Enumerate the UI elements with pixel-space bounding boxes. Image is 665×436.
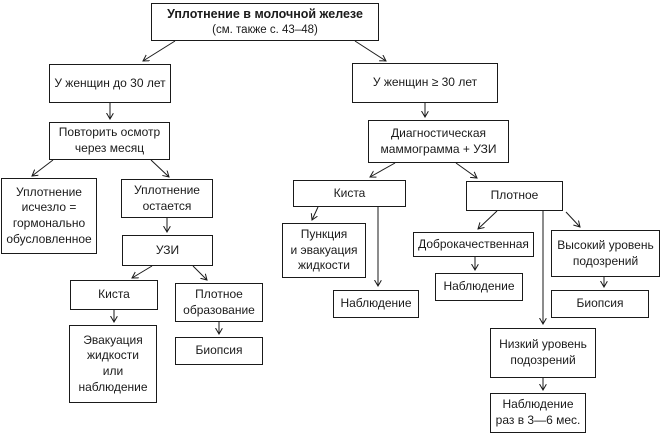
node-title: Уплотнение в молочной железе (см. также … bbox=[151, 3, 379, 41]
arrow-repeat-remains bbox=[150, 159, 169, 177]
arrow-uzi-solid bbox=[192, 265, 207, 280]
node-observation-3-6-months: Наблюдение раз в 3—6 мес. bbox=[490, 393, 586, 433]
node-women-30-and-over: У женщин ≥ 30 лет bbox=[352, 63, 498, 103]
arrow-mammo-cyst bbox=[370, 162, 396, 177]
node-benign: Доброкачественная bbox=[413, 232, 534, 257]
node-observation-benign: Наблюдение bbox=[435, 273, 523, 301]
node-women-under-30: У женщин до 30 лет bbox=[49, 64, 171, 103]
arrow-mammo-dense bbox=[455, 162, 477, 178]
node-cyst-left: Киста bbox=[70, 280, 158, 310]
node-low-suspicion: Низкий уровень подозрений bbox=[490, 328, 596, 378]
arrow-title-to-under30 bbox=[143, 40, 176, 61]
arrow-dense-high bbox=[565, 211, 580, 227]
node-lump-remains: Уплотнение остается bbox=[121, 179, 213, 218]
title-page-ref: (см. также с. 43–48) bbox=[212, 24, 318, 37]
arrow-uzi-cyst bbox=[132, 265, 153, 278]
node-high-suspicion: Высокий уровень подозрений bbox=[551, 230, 660, 277]
node-cyst-right: Киста bbox=[293, 180, 406, 207]
arrow-dense-benign bbox=[478, 210, 498, 229]
arrow-repeat-gone bbox=[32, 159, 54, 176]
node-repeat-exam: Повторить осмотр через месяц bbox=[49, 122, 170, 160]
node-diagnostic-mammogram: Диагностическая маммограмма + УЗИ bbox=[368, 120, 509, 163]
node-ultrasound: УЗИ bbox=[122, 235, 213, 266]
node-dense-mass: Плотное bbox=[466, 181, 563, 211]
node-fluid-evacuation: Эвакуация жидкости или наблюдение bbox=[69, 325, 157, 403]
node-biopsy-right: Биопсия bbox=[551, 290, 649, 318]
node-solid-mass: Плотное образование bbox=[175, 283, 263, 322]
node-puncture-evacuation: Пункция и эвакуация жидкости bbox=[282, 223, 366, 278]
node-biopsy-left: Биопсия bbox=[175, 337, 263, 365]
arrow-cyst-puncture bbox=[312, 206, 319, 220]
node-observation-cyst: Наблюдение bbox=[333, 290, 419, 318]
node-lump-disappeared: Уплотнение исчезло = гормонально обуслов… bbox=[1, 178, 97, 254]
arrow-title-to-over30 bbox=[354, 40, 386, 61]
title-text: Уплотнение в молочной железе bbox=[167, 6, 363, 21]
